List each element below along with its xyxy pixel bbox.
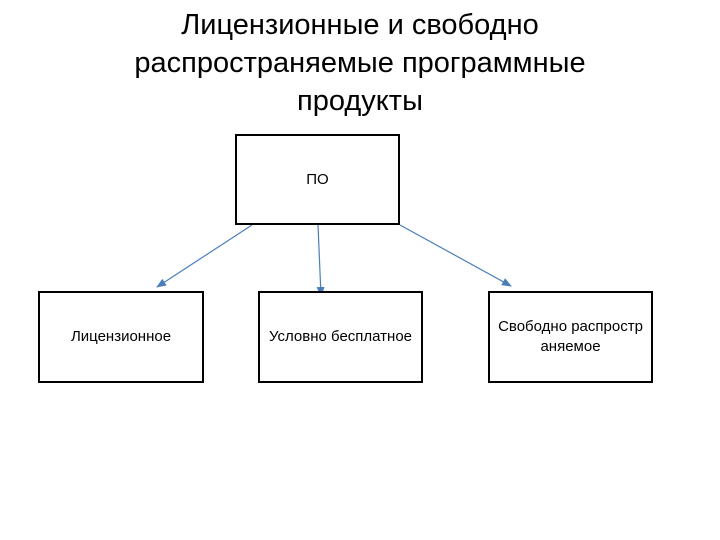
licensed-node-box: Лицензионное [38, 291, 204, 383]
free-node-label: Свободно распространяемое [498, 318, 643, 355]
licensed-node-label: Лицензионное [70, 328, 172, 345]
connector-to-shareware [316, 224, 325, 297]
root-node-box: ПО [235, 134, 400, 225]
connector-to-free [399, 224, 512, 287]
title-line-3: продукты [297, 85, 423, 117]
shareware-node-box: Условно бесплатное [258, 291, 423, 383]
root-node-label: ПО [306, 170, 329, 188]
free-node-box: Свободно распространяемое [488, 291, 653, 383]
connector-to-licensed [156, 224, 253, 288]
title-line-2: распространяемые программные [134, 47, 586, 79]
slide-title: Лицензионные и свободно распространяемые… [60, 6, 660, 120]
title-line-1: Лицензионные и свободно [181, 9, 539, 41]
shareware-node-label: Условно бесплатное [268, 328, 413, 345]
